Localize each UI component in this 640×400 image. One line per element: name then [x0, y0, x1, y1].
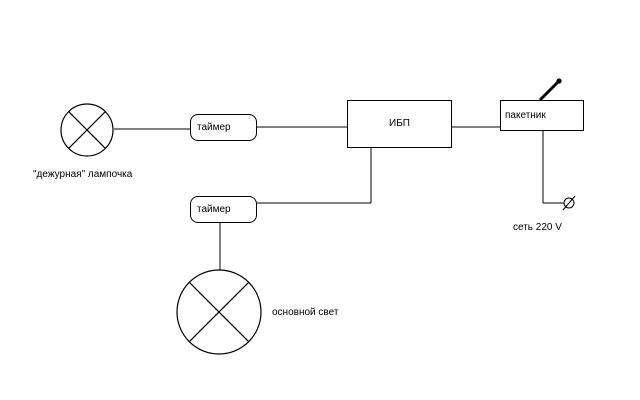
mains-label: сеть 220 V — [513, 222, 562, 233]
ups-label: ИБП — [389, 118, 410, 129]
timer-top-label: таймер — [197, 121, 231, 133]
standby-lamp-label: "дежурная" лампочка — [33, 169, 133, 180]
standby-lamp-icon — [60, 103, 114, 157]
main-light-lamp-icon — [176, 269, 262, 355]
timer-bottom-box: таймер — [190, 196, 257, 223]
ups-box: ИБП — [347, 100, 452, 148]
switch-lever-icon — [538, 78, 562, 102]
switch-label: пакетник — [505, 109, 546, 121]
switch-box: пакетник — [500, 100, 584, 131]
timer-bottom-label: таймер — [197, 203, 231, 215]
plug-icon — [562, 195, 576, 211]
timer-top-box: таймер — [190, 114, 257, 141]
main-light-label: основной свет — [272, 307, 339, 318]
